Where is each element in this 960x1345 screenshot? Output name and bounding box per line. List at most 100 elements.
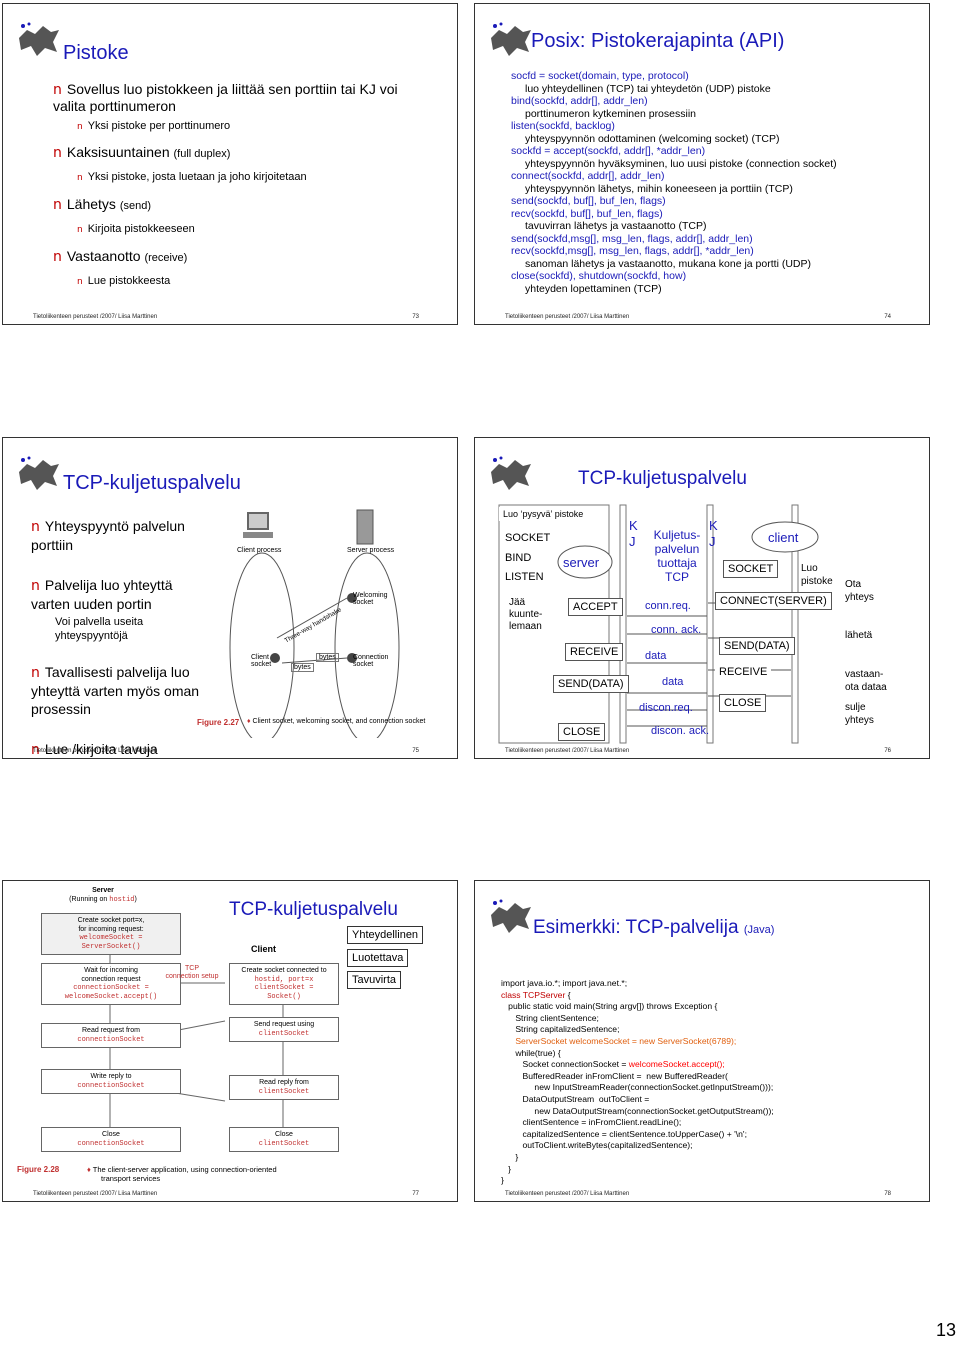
api-list: socfd = socket(domain, type, protocol)lu…	[503, 70, 923, 295]
k-label-2: K	[709, 518, 718, 533]
api-line: close(sockfd), shutdown(sockfd, how)	[511, 270, 687, 282]
box-cclose: CLOSE	[719, 694, 767, 712]
slide-number: 78	[884, 1191, 891, 1197]
api-line: sanoman lähetys ja vastaanotto, mukana k…	[525, 257, 811, 270]
box-receive: RECEIVE	[565, 643, 624, 661]
fig-server-process: Server process	[347, 547, 395, 554]
slide-76: TCP-kuljetuspalvelu Luo ‘pysyvä’ pistoke…	[474, 437, 930, 759]
slide-number: 76	[884, 748, 891, 754]
server-label: server	[563, 555, 600, 570]
kulj-label: Kuljetus-palvelun tuottaja TCP	[653, 528, 701, 584]
slide-footer: Tietoliikenteen perusteet /2007/ Liisa M…	[505, 314, 630, 320]
fig-client-socket: Client socket	[251, 654, 272, 668]
university-logo-icon	[491, 456, 531, 490]
slide-footer: Tietoliikenteen perusteet /2007/ Liisa M…	[33, 748, 158, 754]
box-disconreq: discon.req.	[639, 702, 693, 714]
slide-title: Esimerkki: TCP-palvelija (Java)	[533, 917, 775, 938]
fig-caption-number: Figure 2.27	[197, 718, 240, 727]
api-line: yhteyspyynnön lähetys, mihin koneeseen j…	[525, 182, 793, 195]
box-connack: conn. ack.	[651, 624, 702, 636]
box-jaa: Jää kuunte-lemaan	[505, 595, 551, 635]
university-logo-icon	[491, 899, 531, 933]
slide-78: Esimerkki: TCP-palvelija (Java) import j…	[474, 880, 930, 1202]
university-logo-icon	[19, 456, 59, 490]
box-disconack: discon. ack.	[651, 725, 710, 737]
api-line: yhteyden lopettaminen (TCP)	[525, 282, 662, 295]
label-tavuvirta: Tavuvirta	[347, 971, 402, 989]
j-label: J	[629, 534, 636, 549]
laheta-label: lähetä	[845, 630, 873, 641]
slide-footer: Tietoliikenteen perusteet /2007/ Liisa M…	[33, 1191, 158, 1197]
slide-footer: Tietoliikenteen perusteet /2007/ Liisa M…	[505, 1191, 630, 1197]
fig-client-process: Client process	[237, 547, 282, 554]
client-label: client	[768, 530, 799, 545]
luo-pistoke-label: Luo pistoke	[801, 563, 833, 587]
api-line: send(sockfd,msg[], msg_len, flags, addr[…	[511, 232, 753, 245]
api-line: recv(sockfd,msg[], msg_len, flags, addr[…	[511, 245, 754, 257]
label-luotettava: Luotettava	[347, 949, 409, 967]
api-line: tavuvirran lähetys ja vastaanotto (TCP)	[525, 220, 707, 232]
api-line: socfd = socket(domain, type, protocol)	[511, 70, 689, 82]
label-yhteydellinen: Yhteydellinen	[347, 926, 424, 944]
fig-caption: ♦ Client socket, welcoming socket, and c…	[247, 718, 426, 725]
slide-number: 77	[412, 1191, 419, 1197]
api-line: send(sockfd, buf[], buf_len, flags)	[511, 195, 666, 207]
ota-label: Ota yhteys	[845, 579, 874, 603]
fig-bytes-2: bytes	[316, 653, 339, 662]
box-csend: SEND(DATA)	[719, 637, 795, 655]
fig-caption-number: Figure 2.28	[17, 1165, 60, 1174]
vast-label: vastaan-ota dataa	[845, 669, 887, 693]
api-line: yhteyspyynnön odottaminen (welcoming soc…	[525, 132, 780, 145]
box-data2: data	[662, 676, 684, 688]
page-number: 13	[935, 1320, 956, 1340]
university-logo-icon	[491, 22, 531, 56]
fig-caption: ♦ The client-server application, using c…	[87, 1165, 277, 1183]
client-header: Client	[251, 944, 277, 954]
slide-title: TCP-kuljetuspalvelu	[63, 472, 241, 494]
slide-number: 73	[412, 314, 419, 320]
box-close: CLOSE	[558, 723, 606, 741]
box-bind: BIND	[501, 550, 536, 566]
server-header: Server(Running on hostid)	[69, 887, 137, 904]
sulje-label: sulje yhteys	[845, 702, 874, 726]
slide-77: Server(Running on hostid) Create socket …	[2, 880, 458, 1202]
api-line: luo yhteydellinen (TCP) tai yhteydetön (…	[525, 82, 771, 95]
k-label: K	[629, 518, 638, 533]
slide-number: 74	[884, 314, 891, 320]
api-line: bind(sockfd, addr[], addr_len)	[511, 95, 648, 107]
java-code: import java.io.*; import java.net.*; cla…	[501, 978, 774, 1186]
box-listen: LISTEN	[501, 569, 548, 585]
box-senddata: SEND(DATA)	[553, 675, 629, 693]
fig-connection-socket: Connection socket	[353, 654, 389, 668]
box-create-ws: Create socket port=x,for incoming reques…	[41, 913, 181, 955]
j-label-2: J	[709, 534, 716, 549]
api-line: porttinumeron kytkeminen prosessiin	[525, 107, 696, 120]
box-socket: SOCKET	[501, 530, 555, 546]
box-accept: ACCEPT	[568, 598, 623, 616]
slide-number: 75	[412, 748, 419, 754]
slide-footer: Tietoliikenteen perusteet /2007/ Liisa M…	[33, 314, 158, 320]
slide-title: TCP-kuljetuspalvelu	[229, 899, 398, 920]
list-item: Voi palvella useita yhteyspyyntöjä	[55, 616, 144, 642]
